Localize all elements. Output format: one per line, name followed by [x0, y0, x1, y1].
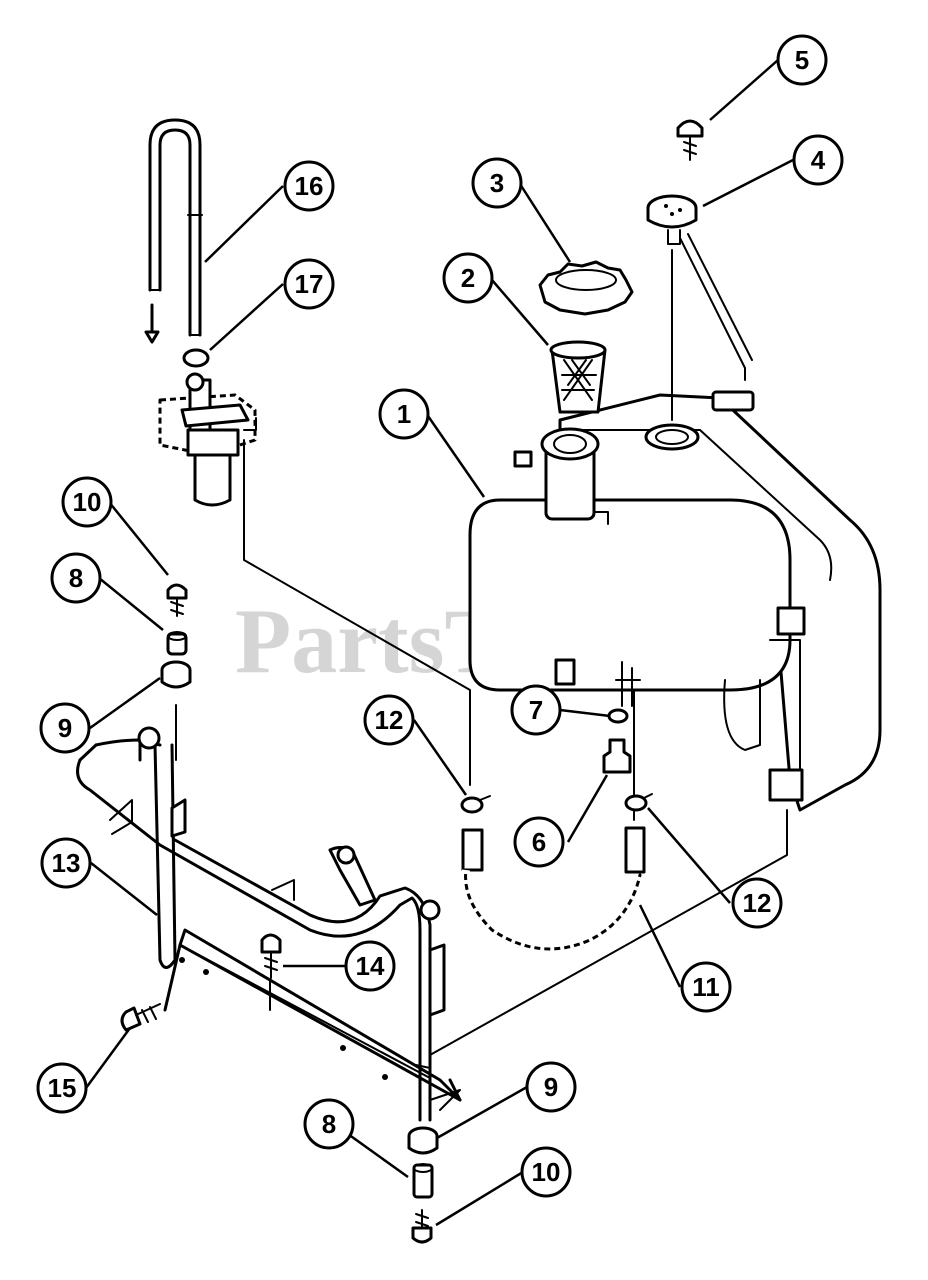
hose-clamp-right: [624, 793, 653, 812]
svg-text:17: 17: [295, 269, 324, 299]
svg-text:10: 10: [532, 1157, 561, 1187]
fuel-strainer: [549, 340, 607, 414]
svg-text:15: 15: [48, 1073, 77, 1103]
svg-text:2: 2: [461, 263, 475, 293]
lower-bolt-10: [411, 1209, 433, 1244]
svg-text:9: 9: [544, 1072, 558, 1102]
washer: [607, 708, 629, 724]
callout-10-lower: 10: [520, 1146, 572, 1198]
callout-13: 13: [40, 837, 92, 889]
hose-clamp-17: [182, 348, 210, 368]
fuel-gauge: [646, 194, 755, 421]
fuel-filter-valve: [158, 372, 257, 507]
callout-17: 17: [283, 258, 335, 310]
hose-fitting: [602, 738, 632, 774]
upper-spacer-8: [166, 631, 188, 656]
callout-6: 6: [513, 816, 565, 868]
svg-text:8: 8: [69, 563, 83, 593]
fuel-cap: [538, 260, 634, 316]
callout-9-upper: 9: [39, 702, 91, 754]
leader-lines: [84, 59, 794, 1227]
svg-text:4: 4: [811, 145, 826, 175]
svg-text:3: 3: [490, 168, 504, 198]
callout-10-upper: 10: [61, 476, 113, 528]
upper-grommet-9: [160, 660, 192, 689]
svg-text:11: 11: [692, 972, 720, 1002]
fuel-line: [144, 118, 203, 344]
bolt-15: [120, 1003, 161, 1032]
fuel-hose: [461, 826, 646, 953]
svg-text:12: 12: [743, 888, 772, 918]
gauge-screw: [676, 119, 704, 161]
svg-text:1: 1: [397, 399, 411, 429]
callout-7: 7: [510, 684, 562, 736]
svg-text:9: 9: [58, 713, 72, 743]
svg-text:6: 6: [532, 827, 546, 857]
lower-grommet-9: [407, 1126, 439, 1155]
svg-text:10: 10: [73, 487, 102, 517]
svg-text:16: 16: [295, 171, 324, 201]
svg-text:5: 5: [795, 45, 809, 75]
callout-8-lower: 8: [303, 1098, 355, 1150]
callout-4: 4: [792, 134, 844, 186]
callout-8-upper: 8: [50, 552, 102, 604]
fuel-tank: [468, 393, 882, 812]
svg-text:14: 14: [356, 951, 385, 981]
callout-11: 11: [680, 961, 732, 1013]
upper-bolt-10: [166, 583, 188, 617]
bolt-14: [260, 933, 282, 979]
svg-text:13: 13: [52, 848, 81, 878]
svg-text:8: 8: [322, 1109, 336, 1139]
callout-14: 14: [344, 940, 396, 992]
tank-frame: [76, 726, 462, 1122]
callout-12-left: 12: [363, 694, 415, 746]
callout-1: 1: [378, 388, 430, 440]
svg-text:12: 12: [375, 705, 404, 735]
callout-9-lower: 9: [525, 1061, 577, 1113]
callout-15: 15: [36, 1062, 88, 1114]
callout-12-right: 12: [731, 877, 783, 929]
svg-text:7: 7: [529, 695, 543, 725]
callout-16: 16: [283, 160, 335, 212]
lower-spacer-8: [412, 1163, 434, 1199]
hose-clamp-left: [460, 795, 491, 814]
callout-2: 2: [442, 252, 494, 304]
callout-5: 5: [776, 34, 828, 86]
callout-3: 3: [471, 157, 523, 209]
